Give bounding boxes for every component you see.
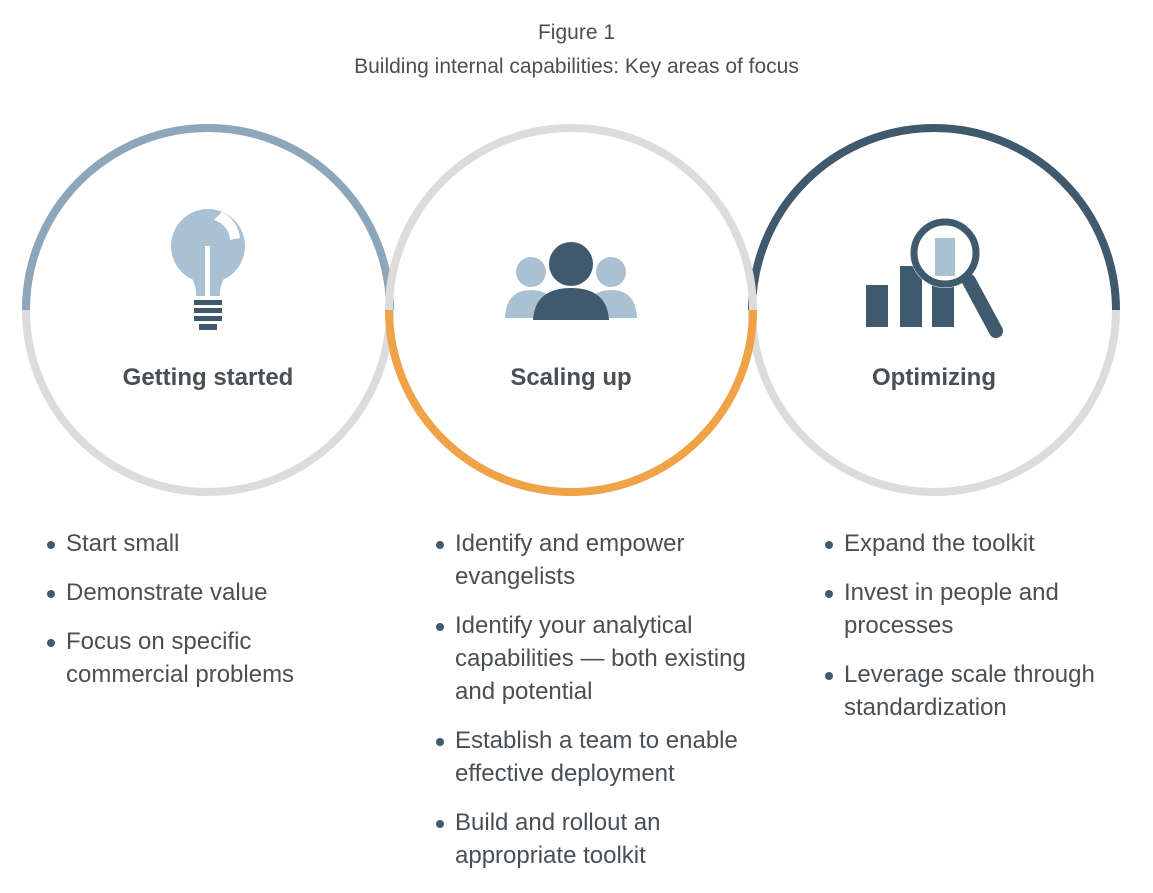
bullet-text: Establish a team to enable effective dep… — [455, 727, 738, 787]
list-item: Build and rollout an appropriate toolkit — [436, 806, 776, 872]
bullet-text: Invest in people and processes — [844, 579, 1059, 639]
stage-label-scaling-up: Scaling up — [510, 364, 631, 391]
figure-title: Building internal capabilities: Key area… — [354, 55, 799, 78]
list-item: Start small — [47, 527, 377, 560]
list-item: Identify and empower evangelists — [436, 527, 776, 593]
bullet-text: Leverage scale through standardization — [844, 661, 1095, 721]
chart-magnifier-icon — [866, 218, 1003, 338]
list-item: Identify your analytical capabilities — … — [436, 609, 776, 708]
bullet-dot — [436, 541, 444, 549]
stages-diagram: Getting started Scaling up Optimizing — [22, 124, 1120, 496]
list-item: Demonstrate value — [47, 576, 377, 609]
list-item: Expand the toolkit — [825, 527, 1135, 560]
bullet-dot — [47, 639, 55, 647]
bullet-text: Identify and empower evangelists — [455, 530, 685, 590]
bullet-text: Start small — [66, 530, 180, 557]
bullet-dot — [825, 672, 833, 680]
list-item: Leverage scale through standardization — [825, 658, 1135, 724]
list-item: Invest in people and processes — [825, 576, 1135, 642]
bullet-dot — [47, 590, 55, 598]
people-group-icon — [505, 242, 637, 320]
lightbulb-icon — [171, 209, 245, 330]
bullet-text: Focus on specific commercial problems — [66, 628, 295, 688]
bullet-dot — [436, 738, 444, 746]
bullet-list-scaling-up: Identify and empower evangelists Identif… — [436, 527, 776, 888]
bullet-text: Build and rollout an appropriate toolkit — [455, 809, 661, 869]
stage-label-optimizing: Optimizing — [872, 364, 996, 391]
bullet-dot — [825, 590, 833, 598]
bullet-list-getting-started: Start small Demonstrate value Focus on s… — [47, 527, 377, 707]
stage-ring-scaling-up — [385, 124, 757, 496]
list-item: Establish a team to enable effective dep… — [436, 724, 776, 790]
bullet-list-optimizing: Expand the toolkit Invest in people and … — [825, 527, 1135, 740]
bullet-dot — [825, 541, 833, 549]
bullet-text: Expand the toolkit — [844, 530, 1035, 557]
bullet-dot — [436, 623, 444, 631]
bullet-text: Identify your analytical capabilities — … — [455, 612, 746, 705]
bullet-dot — [47, 541, 55, 549]
figure-number: Figure 1 — [537, 21, 616, 44]
stage-label-getting-started: Getting started — [123, 364, 294, 391]
bullet-dot — [436, 820, 444, 828]
bullet-text: Demonstrate value — [66, 579, 268, 606]
list-item: Focus on specific commercial problems — [47, 625, 377, 691]
